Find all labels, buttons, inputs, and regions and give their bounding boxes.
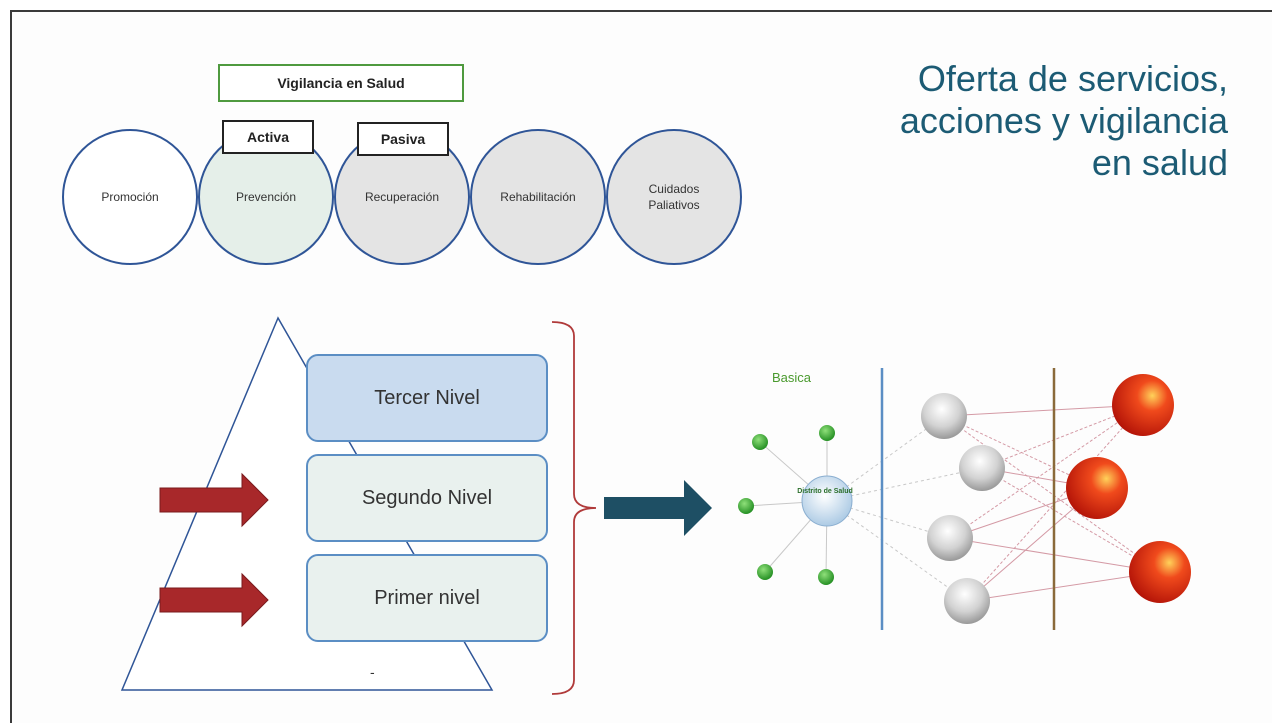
distrito-label: Distrito de Salud: [797, 488, 853, 495]
pyramid-mark: -: [370, 664, 375, 680]
red-ball-3: [1129, 541, 1191, 603]
green-dot-4: [757, 564, 773, 580]
grey-ball-2: [959, 445, 1005, 491]
circle-rehabilitacion: Rehabilitación: [470, 129, 606, 265]
title-line-2: acciones y vigilancia: [899, 100, 1228, 142]
slide-title: Oferta de servicios, acciones y vigilanc…: [808, 58, 1228, 184]
title-line-3: en salud: [1091, 142, 1228, 184]
grey-ball-1: [921, 393, 967, 439]
red-lines: [943, 404, 1161, 602]
green-dot-2: [819, 425, 835, 441]
activa-tag: Activa: [222, 120, 314, 154]
green-dot-1: [752, 434, 768, 450]
green-dot-5: [818, 569, 834, 585]
circle-promocion: Promoción: [62, 129, 198, 265]
red-arrow-segundo: [159, 472, 269, 528]
grey-ball-3: [927, 515, 973, 561]
level-tercer-nivel: Tercer Nivel: [306, 354, 548, 442]
distrito-ball: [801, 475, 853, 527]
blue-arrow: [604, 480, 712, 536]
vigilancia-en-salud-box: Vigilancia en Salud: [218, 64, 464, 102]
level-segundo-nivel: Segundo Nivel: [306, 454, 548, 542]
level-primer-nivel: Primer nivel: [306, 554, 548, 642]
title-line-1: Oferta de servicios,: [917, 58, 1228, 99]
red-arrow-primer: [159, 572, 269, 628]
red-ball-2: [1066, 457, 1128, 519]
pasiva-tag: Pasiva: [357, 122, 449, 156]
red-ball-1: [1112, 374, 1174, 436]
right-bracket: [551, 321, 597, 695]
basica-label: Basica: [772, 370, 812, 385]
circle-cuidados-paliativos: Cuidados Paliativos: [606, 129, 742, 265]
green-dot-3: [738, 498, 754, 514]
network-lines: [745, 415, 983, 602]
grey-ball-4: [944, 578, 990, 624]
